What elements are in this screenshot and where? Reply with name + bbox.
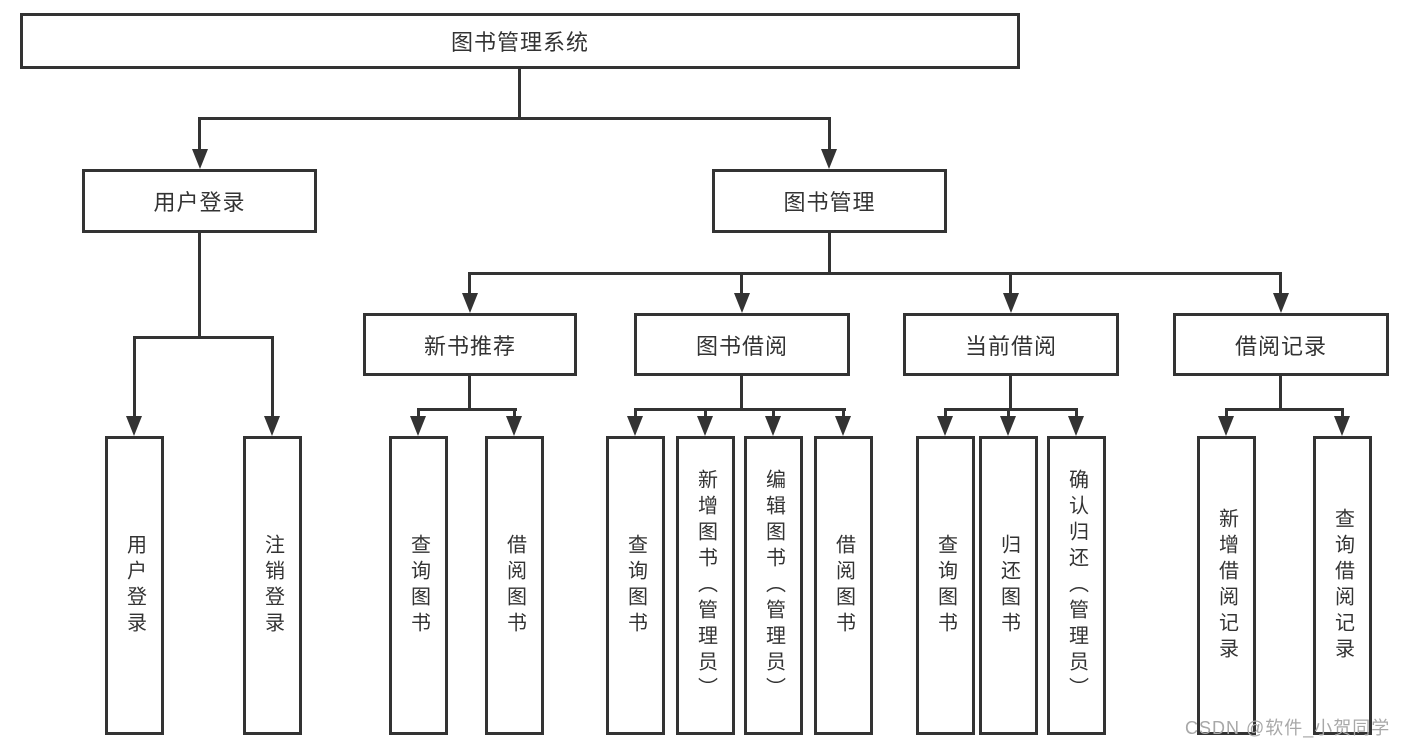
arrow-down-icon <box>1218 416 1234 436</box>
connector-line <box>1009 272 1012 295</box>
node-new-book-recommend-label: 新书推荐 <box>423 333 516 359</box>
connector-line <box>133 336 274 339</box>
connector-line <box>518 69 521 120</box>
connector-line <box>417 408 517 411</box>
arrow-down-icon <box>462 293 478 313</box>
node-book-management: 图书管理 <box>712 169 947 233</box>
arrow-down-icon <box>264 416 280 436</box>
connector-line <box>740 376 743 411</box>
leaf-add-borrow-record: 新增借阅记录 <box>1197 436 1256 735</box>
connector-line <box>417 408 420 418</box>
connector-line <box>634 408 637 418</box>
connector-line <box>1075 408 1078 418</box>
connector-line <box>1279 272 1282 295</box>
arrow-down-icon <box>835 416 851 436</box>
connector-line <box>704 408 707 418</box>
connector-line <box>133 336 136 418</box>
arrow-down-icon <box>1334 416 1350 436</box>
connector-line <box>740 272 743 295</box>
connector-line <box>1009 376 1012 411</box>
leaf-query-borrow-record-label: 查询借阅记录 <box>1331 507 1354 664</box>
arrow-down-icon <box>734 293 750 313</box>
node-root: 图书管理系统 <box>20 13 1020 69</box>
arrow-down-icon <box>697 416 713 436</box>
connector-line <box>1225 408 1344 411</box>
node-current-borrow-label: 当前借阅 <box>964 333 1057 359</box>
leaf-query-books-recommend-label: 查询图书 <box>407 533 430 638</box>
connector-line <box>468 272 1282 275</box>
connector-line <box>271 336 274 418</box>
leaf-borrow-books-label: 借阅图书 <box>832 533 855 638</box>
connector-line <box>842 408 845 418</box>
arrow-down-icon <box>1068 416 1084 436</box>
connector-line <box>944 408 947 418</box>
connector-line <box>828 117 831 151</box>
leaf-return-books-label: 归还图书 <box>997 533 1020 638</box>
arrow-down-icon <box>627 416 643 436</box>
leaf-query-borrow-record: 查询借阅记录 <box>1313 436 1372 735</box>
node-book-borrow: 图书借阅 <box>634 313 850 376</box>
connector-line <box>468 376 471 411</box>
leaf-edit-book-admin-label: 编辑图书（管理员） <box>762 468 785 703</box>
node-book-borrow-label: 图书借阅 <box>695 333 788 359</box>
leaf-borrow-books-recommend: 借阅图书 <box>485 436 544 735</box>
connector-line <box>1279 376 1282 411</box>
arrow-down-icon <box>126 416 142 436</box>
leaf-confirm-return-admin-label: 确认归还（管理员） <box>1065 468 1088 703</box>
leaf-query-books-recommend: 查询图书 <box>389 436 448 735</box>
leaf-return-books: 归还图书 <box>979 436 1038 735</box>
leaf-borrow-books: 借阅图书 <box>814 436 873 735</box>
connector-line <box>828 233 831 275</box>
leaf-add-book-admin-label: 新增图书（管理员） <box>694 468 717 703</box>
leaf-add-borrow-record-label: 新增借阅记录 <box>1215 507 1238 664</box>
leaf-query-books-borrow: 查询图书 <box>606 436 665 735</box>
leaf-query-books-current-label: 查询图书 <box>934 533 957 638</box>
leaf-borrow-books-recommend-label: 借阅图书 <box>503 533 526 638</box>
leaf-confirm-return-admin: 确认归还（管理员） <box>1047 436 1106 735</box>
arrow-down-icon <box>821 149 837 169</box>
node-new-book-recommend: 新书推荐 <box>363 313 577 376</box>
leaf-user-login: 用户登录 <box>105 436 164 735</box>
leaf-query-books-borrow-label: 查询图书 <box>624 533 647 638</box>
leaf-logout-label: 注销登录 <box>261 533 284 638</box>
leaf-query-books-current: 查询图书 <box>916 436 975 735</box>
connector-line <box>468 272 471 295</box>
node-borrow-records: 借阅记录 <box>1173 313 1389 376</box>
connector-line <box>198 117 201 151</box>
arrow-down-icon <box>506 416 522 436</box>
arrow-down-icon <box>937 416 953 436</box>
connector-line <box>1341 408 1344 418</box>
arrow-down-icon <box>1000 416 1016 436</box>
connector-line <box>1007 408 1010 418</box>
connector-line <box>198 117 831 120</box>
leaf-edit-book-admin: 编辑图书（管理员） <box>744 436 803 735</box>
connector-line <box>772 408 775 418</box>
connector-line <box>198 233 201 339</box>
arrow-down-icon <box>410 416 426 436</box>
leaf-add-book-admin: 新增图书（管理员） <box>676 436 735 735</box>
node-borrow-records-label: 借阅记录 <box>1234 333 1327 359</box>
arrow-down-icon <box>765 416 781 436</box>
node-book-management-label: 图书管理 <box>783 190 876 215</box>
connector-line <box>944 408 1078 411</box>
node-root-label: 图书管理系统 <box>450 30 589 55</box>
connector-line <box>513 408 516 418</box>
node-user-login-label: 用户登录 <box>153 190 246 215</box>
connector-line <box>634 408 846 411</box>
arrow-down-icon <box>1273 293 1289 313</box>
node-current-borrow: 当前借阅 <box>903 313 1119 376</box>
leaf-logout: 注销登录 <box>243 436 302 735</box>
csdn-watermark: CSDN @软件_小贺同学 <box>1185 718 1391 738</box>
node-user-login: 用户登录 <box>82 169 317 233</box>
arrow-down-icon <box>1003 293 1019 313</box>
connector-line <box>1225 408 1228 418</box>
leaf-user-login-label: 用户登录 <box>123 533 146 638</box>
arrow-down-icon <box>192 149 208 169</box>
